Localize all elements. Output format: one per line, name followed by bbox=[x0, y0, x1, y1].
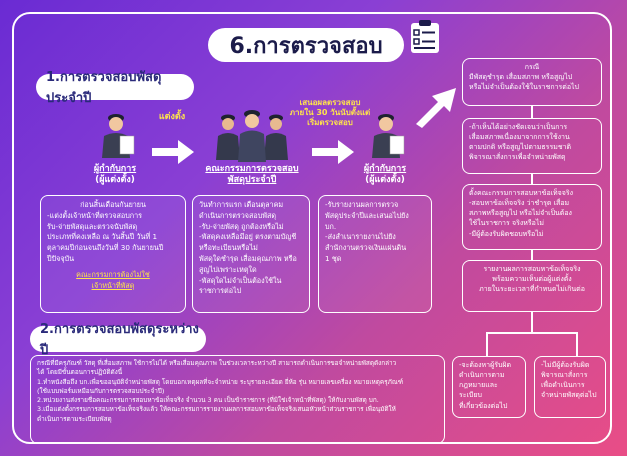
annual-step1-box: ก่อนสิ้นเดือนกันยายน -แต่งตั้งเจ้าหน้าที… bbox=[40, 195, 186, 313]
actor2-label: ผู้กำกับการ (ผู้แต่งตั้ง) bbox=[363, 164, 407, 186]
report-label: เสนอผลตรวจสอบ ภายใน 30 วันนับตั้งแต่ เริ… bbox=[289, 98, 371, 127]
right-flow-case-box: กรณี มีพัสดุชำรุด เสื่อมสภาพ หรือสูญไป ห… bbox=[462, 58, 602, 106]
annual-step3-box: -รับรายงานผลการตรวจ พัสดุประจำปีและเสนอไ… bbox=[318, 195, 432, 313]
official-figure-icon bbox=[372, 114, 405, 158]
section2-note-box: กรณีที่มีครุภัณฑ์ วัสดุ ที่เสื่อมสภาพ ใช… bbox=[30, 355, 445, 444]
arrow-up-right-icon bbox=[416, 88, 456, 128]
page-title: 6.การตรวจสอบ bbox=[208, 28, 404, 62]
flow-connector bbox=[486, 332, 578, 334]
flow-connector bbox=[531, 312, 533, 334]
flow-connector bbox=[531, 106, 533, 118]
flow-connector bbox=[576, 332, 578, 356]
annual-step2-box: วันทำการแรก เดือนตุลาคม ดำเนินการตรวจสอบ… bbox=[192, 195, 310, 313]
outcome-liable-box: -จะต้องหาผู้รับผิด ดำเนินการตาม กฎหมายแล… bbox=[452, 356, 526, 418]
right-flow-normal-wear-box: -ถ้าเห็นได้อย่างชัดเจนว่าเป็นการ เสื่อมส… bbox=[462, 118, 602, 174]
flow-connector bbox=[531, 174, 533, 184]
arrow-right-icon bbox=[312, 140, 354, 164]
flow-connector bbox=[531, 250, 533, 260]
right-flow-report-box: รายงานผลการสอบหาข้อเท็จจริง พร้อมความเห็… bbox=[462, 260, 602, 312]
arrow-right-icon bbox=[152, 140, 194, 164]
clipboard-check-icon bbox=[411, 20, 439, 53]
official-figure-icon bbox=[102, 114, 135, 158]
section1-heading: 1.การตรวจสอบพัสดุประจำปี bbox=[36, 70, 194, 106]
committee-figures-icon bbox=[216, 110, 288, 162]
appoint-label: แต่งตั้ง bbox=[158, 112, 186, 122]
section2-heading: 2.การตรวจสอบพัสดุระหว่างปี bbox=[30, 322, 206, 358]
actor1-label: ผู้กำกับการ (ผู้แต่งตั้ง) bbox=[93, 164, 137, 186]
outcome-not-liable-box: -ไม่มีผู้ต้องรับผิด พิจารณาสั่งการ เพื่อ… bbox=[534, 356, 606, 418]
committee-label: คณะกรรมการตรวจสอบ พัสดุประจำปี bbox=[205, 164, 299, 186]
right-flow-inquiry-box: ตั้งคณะกรรมการสอบหาข้อเท็จจริง -สอบหาข้อ… bbox=[462, 184, 602, 250]
flow-connector bbox=[486, 332, 488, 356]
